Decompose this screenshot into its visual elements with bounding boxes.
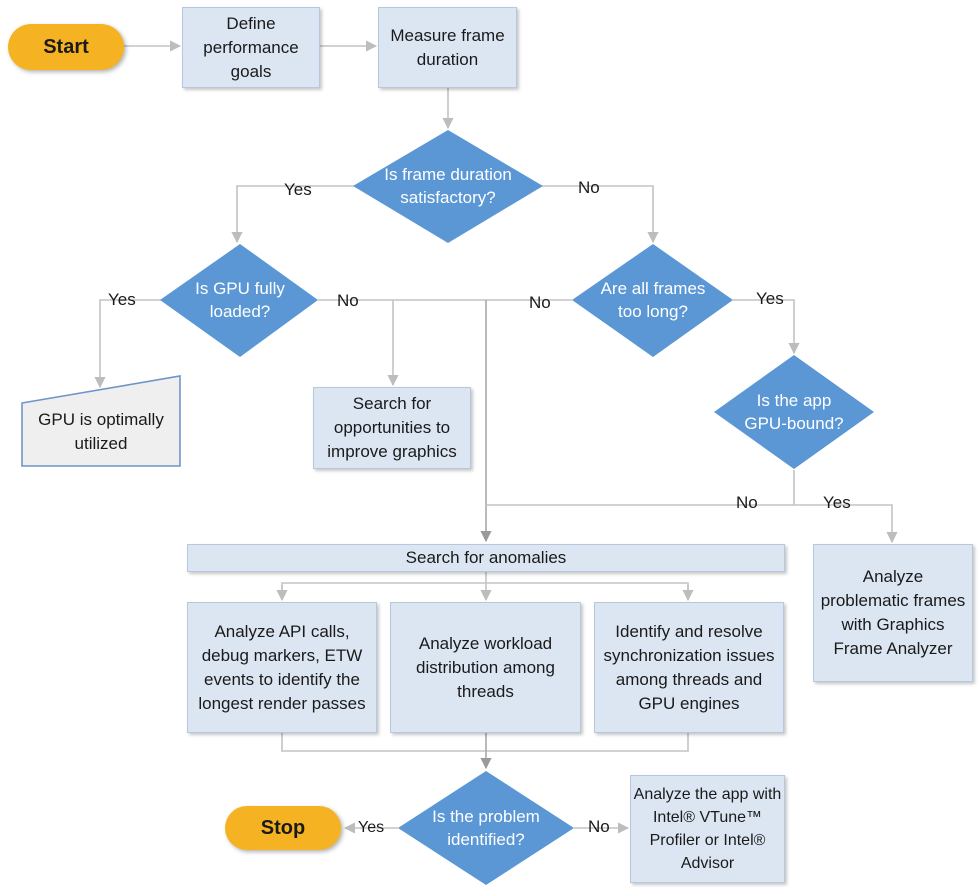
analyze-problematic-text: Analyze problematic frames with Graphics… [820, 567, 966, 658]
q-problem-identified-text-wrap: Is the problem identified? [416, 802, 556, 854]
measure-frame-box[interactable]: Measure frame duration [378, 7, 517, 88]
analyze-vtune-text: Analyze the app with Intel® VTune™ Profi… [633, 786, 782, 872]
analyze-workload-text: Analyze workload distribution among thre… [416, 633, 555, 701]
analyze-vtune-box[interactable]: Analyze the app with Intel® VTune™ Profi… [630, 775, 785, 883]
label-yes-all-frames: Yes [756, 289, 784, 308]
connector-q1-no [542, 185, 659, 244]
q-gpu-loaded-text: Is GPU fully loaded? [195, 279, 285, 321]
label-no-frame: No [578, 178, 600, 197]
label-no-all-frames: No [529, 293, 551, 312]
connector-q3-yes [733, 299, 800, 355]
start-terminator[interactable]: Start [8, 24, 124, 70]
gpu-optimal-shape [21, 375, 181, 467]
q-gpu-bound-text-wrap: Is the app GPU-bound? [729, 386, 859, 438]
decision-problem-identified [398, 771, 574, 885]
connector-q4-yes [794, 504, 898, 544]
search-opportunities-box[interactable]: Search for opportunities to improve grap… [313, 387, 471, 469]
stop-terminator[interactable]: Stop [225, 806, 341, 850]
decision-gpu-bound [714, 355, 874, 469]
search-anomalies-box[interactable]: Search for anomalies [187, 544, 785, 572]
label-no-gpu-bound: No [736, 493, 758, 512]
connector-anomalies-split [281, 582, 689, 598]
q-frame-satisfactory-text: Is frame duration satisfactory? [384, 165, 512, 207]
search-anomalies-text: Search for anomalies [405, 548, 567, 567]
label-no-gpu-loaded: No [337, 291, 359, 310]
decision-frame-satisfactory [353, 130, 543, 243]
q-problem-identified-text: Is the problem identified? [432, 807, 540, 849]
measure-frame-text: Measure frame duration [390, 25, 505, 69]
q-all-frames-long-text: Are all frames too long? [600, 279, 706, 321]
connector-q2-yes [94, 299, 163, 389]
q-gpu-loaded-text-wrap: Is GPU fully loaded? [180, 274, 300, 326]
gpu-optimal-text-wrap: GPU is optimally utilized [22, 398, 180, 466]
q-all-frames-long-text-wrap: Are all frames too long? [588, 274, 718, 326]
define-goals-text: Define performance goals [203, 13, 299, 81]
search-opportunities-text: Search for opportunities to improve grap… [327, 394, 457, 461]
connector-merge [281, 733, 689, 752]
label-no-problem: No [588, 817, 610, 836]
analyze-workload-box[interactable]: Analyze workload distribution among thre… [390, 602, 581, 733]
analyze-problematic-box[interactable]: Analyze problematic frames with Graphics… [813, 544, 973, 682]
label-yes-gpu-loaded: Yes [108, 290, 136, 309]
start-label: Start [43, 35, 89, 58]
gpu-optimal-text: GPU is optimally utilized [38, 410, 164, 453]
identify-sync-box[interactable]: Identify and resolve synchronization iss… [594, 602, 784, 733]
q-gpu-bound-text: Is the app GPU-bound? [744, 391, 844, 433]
define-goals-box[interactable]: Define performance goals [182, 7, 320, 88]
label-yes-frame: Yes [284, 180, 312, 199]
label-yes-problem: Yes [358, 819, 385, 836]
identify-sync-text: Identify and resolve synchronization iss… [603, 621, 775, 713]
q-frame-satisfactory-text-wrap: Is frame duration satisfactory? [368, 160, 528, 212]
label-yes-gpu-bound: Yes [823, 493, 851, 512]
analyze-api-text: Analyze API calls, debug markers, ETW ev… [198, 621, 366, 713]
decision-gpu-loaded [160, 244, 318, 357]
analyze-api-box[interactable]: Analyze API calls, debug markers, ETW ev… [187, 602, 377, 733]
decision-all-frames-long [572, 244, 733, 357]
stop-label: Stop [260, 816, 306, 839]
connector-q1-yes [231, 185, 355, 244]
